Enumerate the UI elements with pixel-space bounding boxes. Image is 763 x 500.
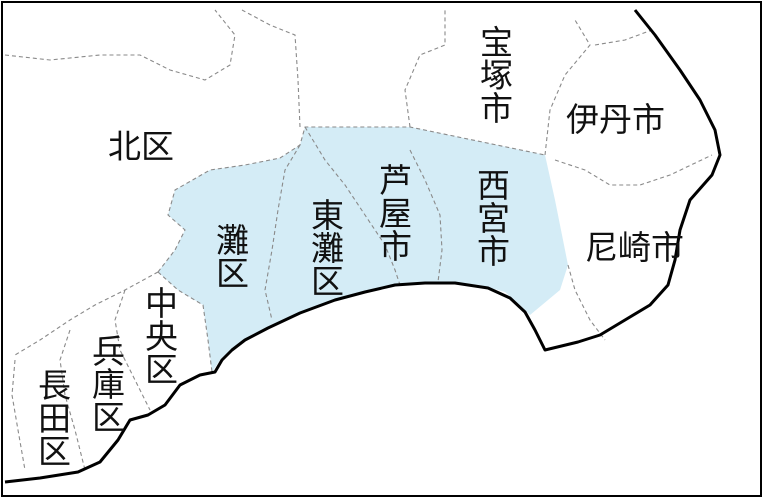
label-takarazuka: 宝塚市 [475, 25, 514, 124]
highlighted-region [158, 127, 568, 372]
label-nagata: 長田区 [33, 368, 72, 467]
label-amagasaki: 尼崎市 [585, 228, 684, 267]
label-nada: 灘区 [211, 223, 250, 289]
district-boundaries [4, 9, 713, 471]
coastline [4, 9, 722, 484]
label-itami: 伊丹市 [566, 100, 665, 139]
label-chuo: 中央区 [140, 286, 179, 385]
label-hyogo: 兵庫区 [87, 334, 126, 433]
label-kita: 北区 [108, 127, 174, 166]
label-higashinada: 東灘区 [306, 198, 345, 297]
label-ashiya: 芦屋市 [374, 163, 413, 262]
label-nishinomiya: 西宮市 [472, 168, 511, 267]
